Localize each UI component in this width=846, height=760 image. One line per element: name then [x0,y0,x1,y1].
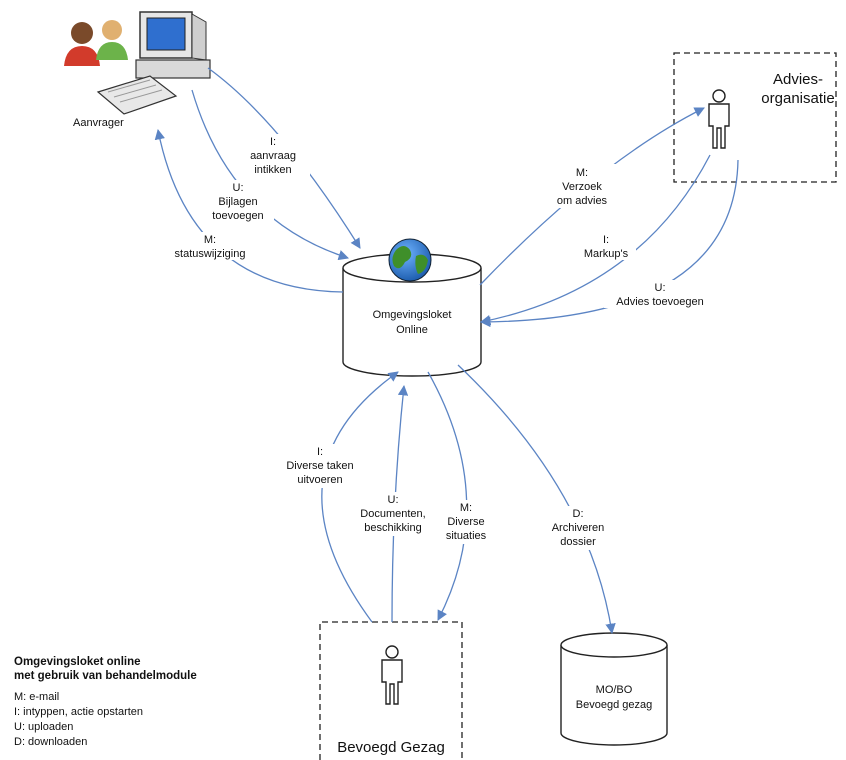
flow-label-line: beschikking [364,522,421,534]
flow-label-line: I: [603,234,609,246]
users-icon [64,20,128,66]
flow-label-line: M: [460,502,472,514]
flow-label-line: Bijlagen [218,196,257,208]
flow-label-documenten: U: Documenten, beschikking [354,492,430,536]
flow-label-line: aanvraag [250,150,296,162]
legend-item-intyppen: I: intyppen, actie opstarten [14,706,144,718]
flow-label-line: dossier [560,536,596,548]
legend-title-line2: met gebruik van behandelmodule [14,670,197,682]
mobo-cylinder: MO/BO Bevoegd gezag [560,632,668,746]
flow-label-line: D: [573,508,584,520]
flow-label-line: Archiveren [552,522,605,534]
advies-organisatie-boundary [673,52,837,183]
person-icon [708,89,730,149]
flow-label-line: toevoegen [212,210,263,222]
mobo-label-line2: Bevoegd gezag [576,699,652,711]
flow-label-line: om advies [557,195,608,207]
flow-label-status: M: statuswijziging [168,232,264,260]
flow-label-line: Advies toevoegen [616,296,703,308]
computer-icon [96,11,211,115]
flow-label-line: M: [576,167,588,179]
flow-label-line: M: [204,234,216,246]
bevoegd-gezag-node: Bevoegd Gezag [319,621,463,760]
advies-organisatie-label-line2: organisatie [761,90,834,107]
legend-item-uploaden: U: uploaden [14,721,74,733]
flow-label-advies-toevoegen: U: Advies toevoegen [604,280,714,308]
flow-label-line: Diverse taken [286,460,353,472]
flow-label-line: statuswijziging [175,248,246,260]
flow-label-line: intikken [254,164,291,176]
flow-label-line: I: [270,136,276,148]
flow-label-line: U: [233,182,244,194]
legend-item-downloaden: D: downloaden [14,736,88,748]
flow-label-line: U: [655,282,666,294]
flow-label-archiveren: D: Archiveren dossier [546,506,610,550]
omgevingsloket-label-line1: Omgevingsloket [373,309,452,321]
flow-label-line: Documenten, [360,508,425,520]
flow-label-line: Markup's [584,248,629,260]
legend-item-email: M: e-mail [14,691,60,703]
flow-label-bijlagen: U: Bijlagen toevoegen [212,180,274,222]
flow-label-verzoek: M: Verzoek om advies [546,164,618,208]
flow-label-line: Diverse [447,516,484,528]
legend-title-line1: Omgevingsloket online [14,656,141,668]
advies-organisatie-node: Advies- organisatie [673,52,837,183]
flow-label-situaties: M: Diverse situaties [438,500,494,544]
aanvrager-node: Aanvrager [64,11,211,129]
legend: Omgevingsloket online met gebruik van be… [14,655,197,750]
flow-label-line: I: [317,446,323,458]
flow-label-line: uitvoeren [297,474,342,486]
flow-label-line: situaties [446,530,487,542]
flow-label-line: Verzoek [562,181,602,193]
arrow-diverse-situaties [427,371,468,621]
omgevingsloket-label-line2: Online [396,324,428,336]
arrow-markups [479,154,711,326]
omgevingsloket-cylinder: Omgevingsloket Online [342,238,482,377]
flow-label-aanvraag: I: aanvraag intikken [250,134,310,176]
bevoegd-gezag-label: Bevoegd Gezag [337,739,445,756]
flow-label-markups: I: Markup's [580,232,636,260]
flow-label-taken: I: Diverse taken uitvoeren [280,444,360,488]
aanvrager-label: Aanvrager [73,117,124,129]
flow-label-line: U: [388,494,399,506]
person-icon [381,645,403,705]
mobo-label-line1: MO/BO [596,684,633,696]
advies-organisatie-label-line1: Advies- [773,71,823,88]
arrow-archiveren-dossier [457,364,616,635]
globe-icon [388,238,432,282]
